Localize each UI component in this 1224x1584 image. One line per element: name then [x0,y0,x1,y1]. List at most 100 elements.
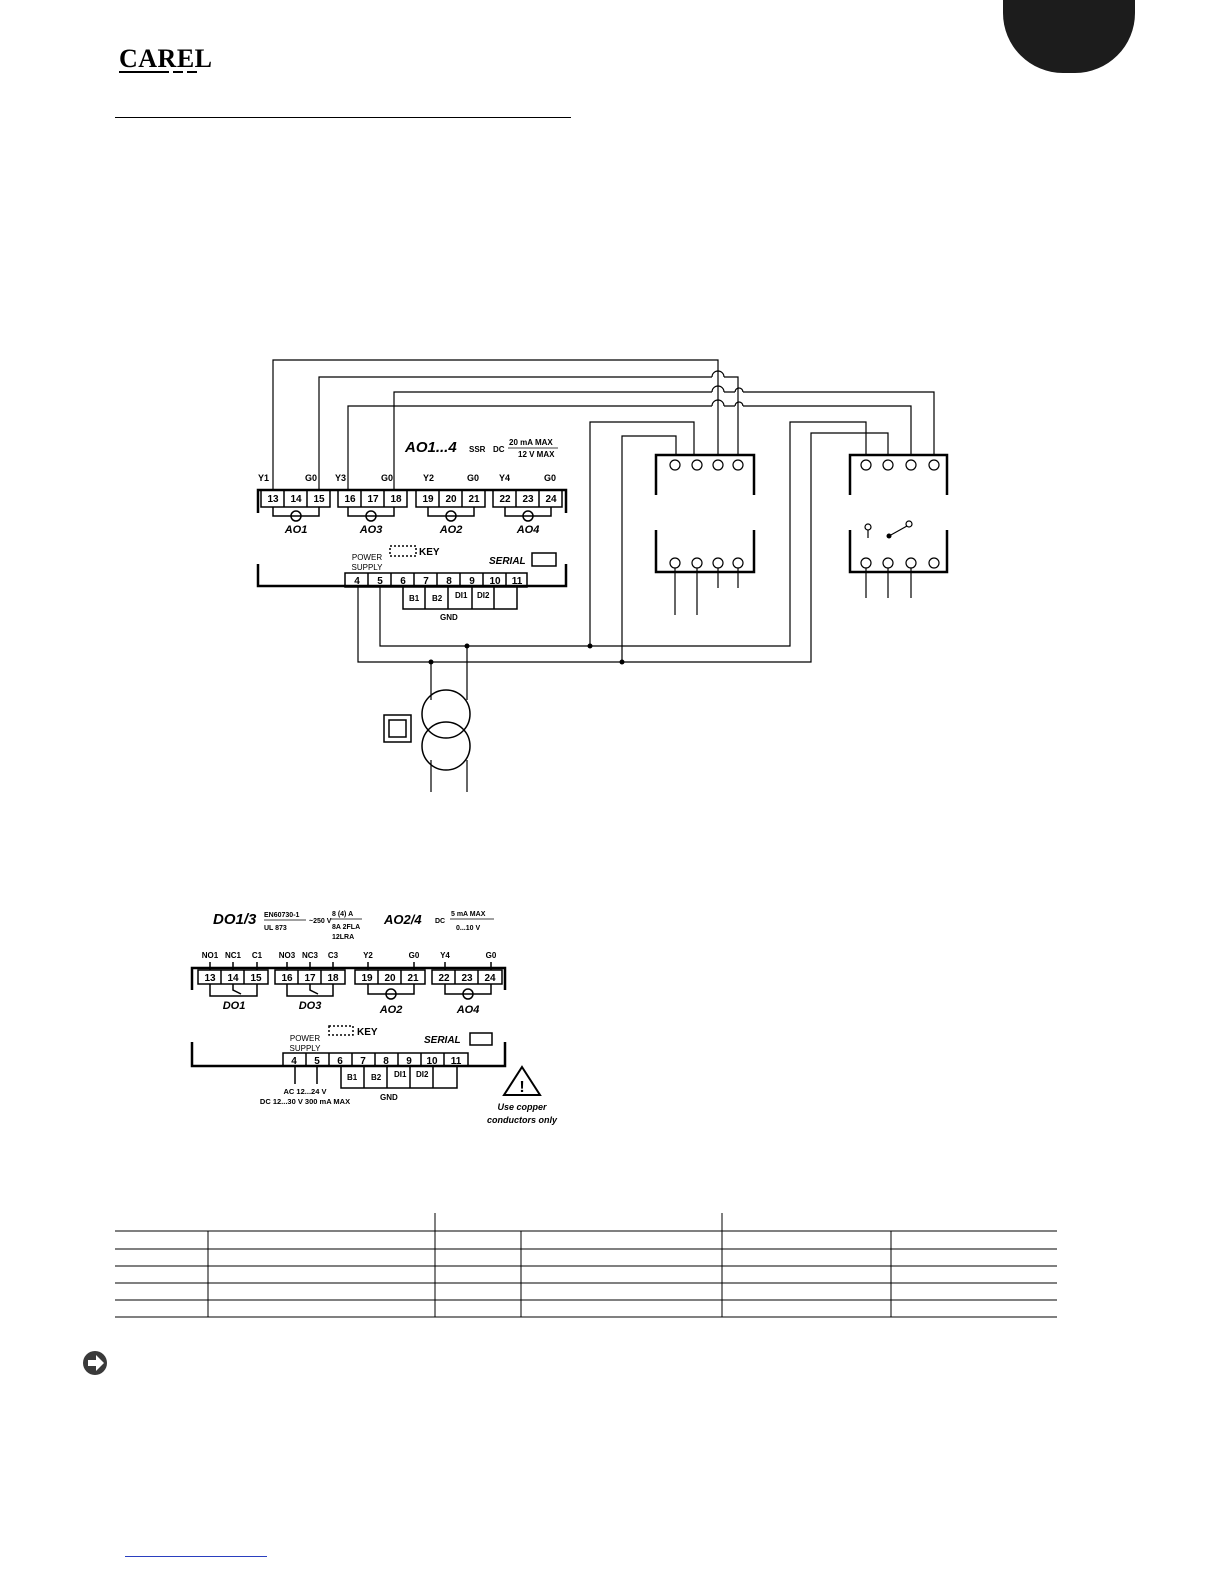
gnd-label: GND [380,1093,398,1102]
terminal: 7 [423,576,429,587]
output-label: AO2 [439,524,463,536]
label-no1: NO1 [202,951,219,960]
terminal: 5 [377,576,383,587]
warning-text-2: conductors only [487,1115,558,1125]
title-divider [115,117,571,118]
footer-link-underline[interactable] [125,1556,267,1557]
label-nc1: NC1 [225,951,242,960]
terminal: 15 [250,973,262,984]
label-g0: G0 [467,473,479,483]
label-y4: Y4 [499,473,510,483]
terminal: 10 [489,576,501,587]
terminal: 13 [267,494,279,505]
label-g0: G0 [409,951,420,960]
key-label: KEY [419,547,440,558]
do-volt: ~250 V [309,918,332,925]
terminal: 20 [384,973,396,984]
ao-rating-max-a: 20 mA MAX [509,438,553,447]
do-title: DO1/3 [213,911,257,928]
terminal: 23 [522,494,534,505]
probe-label: B1 [347,1073,358,1082]
terminal: 6 [400,576,406,587]
terminal: 14 [227,973,239,984]
probe-label: B2 [432,594,443,603]
output-label: AO2 [379,1004,403,1016]
ao-max-a: 5 mA MAX [451,911,486,918]
output-label: DO3 [299,1000,322,1012]
terminal: 7 [360,1056,366,1067]
warning-text-1: Use copper [497,1102,547,1112]
do-std2: UL 873 [264,925,287,932]
terminal: 19 [361,973,373,984]
terminal: 16 [344,494,356,505]
ao-title: AO2/4 [383,912,422,927]
terminal: 17 [367,494,379,505]
key-label: KEY [357,1027,378,1038]
label-g0: G0 [486,951,497,960]
terminal: 17 [304,973,316,984]
output-label: AO3 [359,524,383,536]
terminal: 20 [445,494,457,505]
terminal: 6 [337,1056,343,1067]
terminal: 16 [281,973,293,984]
label-y2: Y2 [363,951,373,960]
terminal: 18 [390,494,402,505]
gnd-label: GND [440,613,458,622]
label-g0: G0 [381,473,393,483]
output-label: AO1 [284,524,308,536]
terminal: 4 [291,1056,297,1067]
terminal: 8 [383,1056,389,1067]
supply-dc: DC 12...30 V 300 mA MAX [260,1097,350,1106]
ao-max-v: 0...10 V [456,925,480,932]
label-c3: C3 [328,951,339,960]
ao-rating-ssr: SSR [469,445,486,454]
do-std1: EN60730-1 [264,912,300,919]
ao-rating-max-v: 12 V MAX [518,450,555,459]
terminal: 11 [512,576,523,587]
output-label: AO4 [456,1004,480,1016]
serial-label: SERIAL [424,1035,461,1046]
di-label: DI1 [394,1070,407,1079]
terminal: 9 [469,576,475,587]
note-arrow-icon [83,1351,107,1375]
terminal: 15 [313,494,325,505]
terminal: 24 [484,973,496,984]
terminal: 23 [461,973,473,984]
label-y2: Y2 [423,473,434,483]
ao-rating-dc: DC [493,445,505,454]
terminal: 8 [446,576,452,587]
do-amp2: 8A 2FLA [332,924,360,931]
label-y1: Y1 [258,473,269,483]
label-y3: Y3 [335,473,346,483]
terminal: 9 [406,1056,412,1067]
terminal: 11 [451,1056,462,1067]
probe-label: B2 [371,1073,382,1082]
output-label: DO1 [223,1000,246,1012]
do-amp3: 12LRA [332,934,354,941]
probe-label: B1 [409,594,420,603]
supply-ac: AC 12...24 V [284,1087,327,1096]
di-label: DI1 [455,591,468,600]
terminal: 14 [290,494,302,505]
label-c1: C1 [252,951,263,960]
terminal: 21 [407,973,419,984]
label-g0: G0 [544,473,556,483]
warning-icon: ! [519,1079,524,1096]
di-label: DI2 [477,591,490,600]
ao-dc: DC [435,918,445,925]
carel-logo: CAREL [119,44,213,73]
terminal: 22 [438,973,450,984]
terminal: 21 [468,494,480,505]
terminal: 10 [426,1056,438,1067]
logo-underline [119,71,197,76]
di-label: DI2 [416,1070,429,1079]
label-nc3: NC3 [302,951,319,960]
terminal: 19 [422,494,434,505]
terminal: 22 [499,494,511,505]
terminal: 13 [204,973,216,984]
label-y4: Y4 [440,951,450,960]
